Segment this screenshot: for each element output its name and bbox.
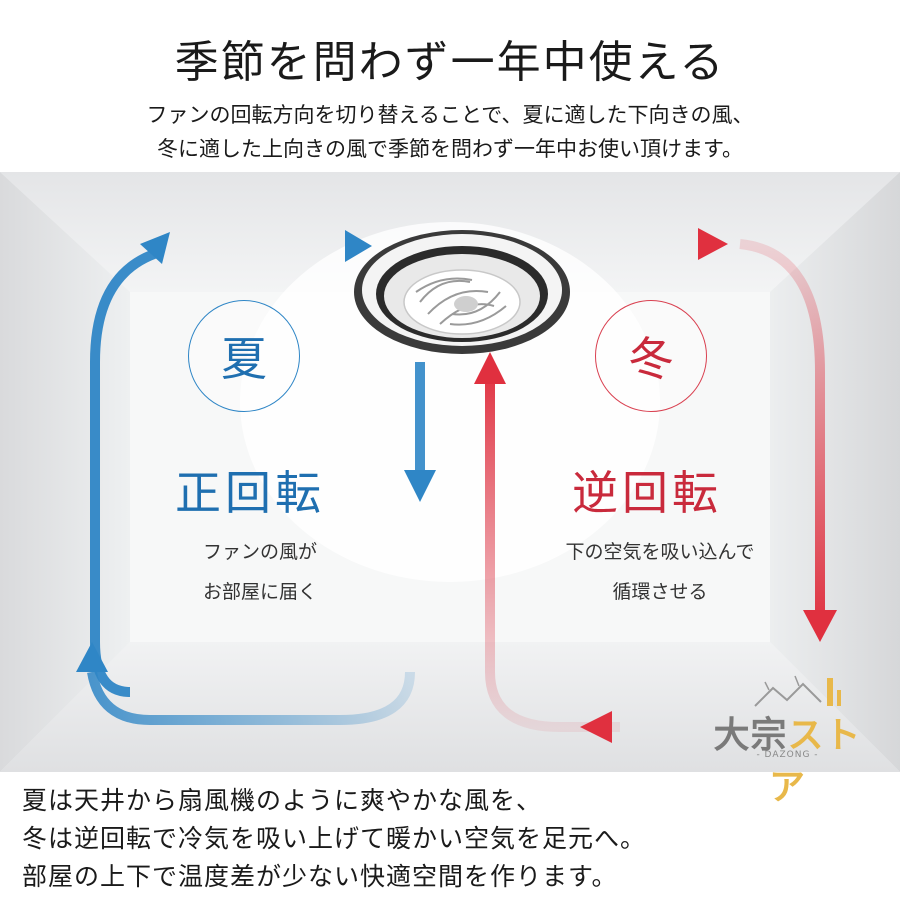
- winter-airflow-arrows: [485, 239, 825, 732]
- arrow-up-icon: [76, 642, 108, 672]
- brand-name: 大宗ストア: [695, 706, 880, 810]
- arrow-up-icon: [474, 352, 506, 384]
- footer-line: 冬は逆回転で冷気を吸い上げて暖かい空気を足元へ。: [22, 824, 647, 853]
- house-logo-icon: [754, 675, 841, 707]
- winter-description-line: 循環させる: [612, 581, 708, 603]
- arrow-down-icon: [404, 470, 436, 502]
- winter-season-badge: 冬: [595, 300, 707, 412]
- winter-description: 下の空気を吸い込んで 循環させる: [545, 532, 775, 612]
- brand-subtitle: - DAZONG -: [756, 750, 819, 760]
- summer-description-line: ファンの風が: [202, 541, 317, 563]
- arrow-right-icon: [345, 230, 372, 262]
- room-illustration: 夏 冬 正回転 逆回転 ファンの風が お部屋に届く 下の空気を吸い込んで 循環さ…: [0, 172, 900, 772]
- winter-mode-label: 逆回転: [572, 466, 722, 520]
- ceiling-fan-icon: [354, 230, 570, 354]
- brand-logo: 大宗ストア - DAZONG -: [695, 668, 880, 808]
- brand-name-part1: 大宗: [713, 715, 788, 756]
- arrow-left-icon: [580, 711, 612, 743]
- footer-text: 夏は天井から扇風機のように爽やかな風を、 冬は逆回転で冷気を吸い上げて暖かい空気…: [22, 782, 882, 896]
- summer-airflow-arrows: [87, 241, 425, 725]
- brand-name-part2: ストア: [768, 715, 862, 808]
- footer-line: 夏は天井から扇風機のように爽やかな風を、: [22, 786, 543, 815]
- summer-season-badge: 夏: [188, 300, 300, 412]
- room-scene-graphic: [0, 172, 900, 772]
- subtitle-line: ファンの回転方向を切り替えることで、夏に適した下向きの風、: [146, 103, 754, 127]
- footer-line: 部屋の上下で温度差が少ない快適空間を作ります。: [22, 862, 618, 891]
- arrow-right-icon: [140, 232, 170, 264]
- arrow-right-icon: [698, 228, 728, 260]
- summer-description-line: お部屋に届く: [202, 581, 317, 603]
- summer-mode-label: 正回転: [175, 466, 325, 520]
- summer-description: ファンの風が お部屋に届く: [160, 532, 360, 612]
- page-subtitle: ファンの回転方向を切り替えることで、夏に適した下向きの風、 冬に適した上向きの風…: [0, 98, 900, 166]
- winter-description-line: 下の空気を吸い込んで: [565, 541, 755, 563]
- page-title: 季節を問わず一年中使える: [174, 37, 726, 88]
- subtitle-line: 冬に適した上向きの風で季節を問わず一年中お使い頂けます。: [157, 137, 743, 161]
- arrow-down-icon: [803, 610, 837, 642]
